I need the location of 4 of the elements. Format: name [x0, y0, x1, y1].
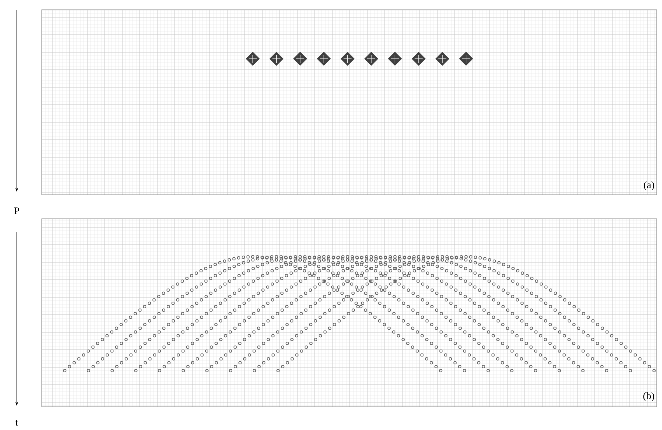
- axis-label: t: [16, 420, 18, 426]
- panel-label: (b): [644, 392, 654, 402]
- panel-label: (a): [644, 181, 654, 191]
- axis-label: P: [14, 208, 20, 214]
